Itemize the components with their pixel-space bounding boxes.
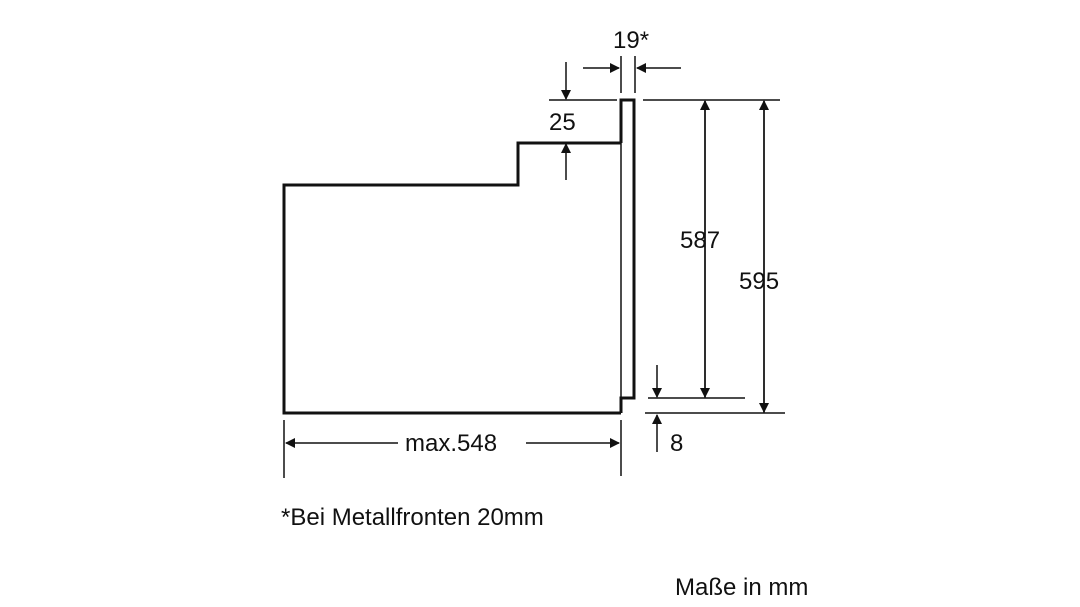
total-height-label: 595 bbox=[739, 268, 780, 295]
units-note: Maße in mm bbox=[675, 574, 809, 601]
inner-height-label: 587 bbox=[680, 227, 721, 254]
top-offset-label: 25 bbox=[549, 109, 576, 136]
bottom-offset-label: 8 bbox=[670, 430, 684, 457]
footnote: *Bei Metallfronten 20mm bbox=[281, 504, 544, 531]
front-thickness-label: 19* bbox=[613, 27, 650, 54]
oven-body-outline bbox=[282, 98, 636, 415]
depth-label: max.548 bbox=[405, 430, 498, 457]
dimension-lines bbox=[283, 56, 785, 478]
